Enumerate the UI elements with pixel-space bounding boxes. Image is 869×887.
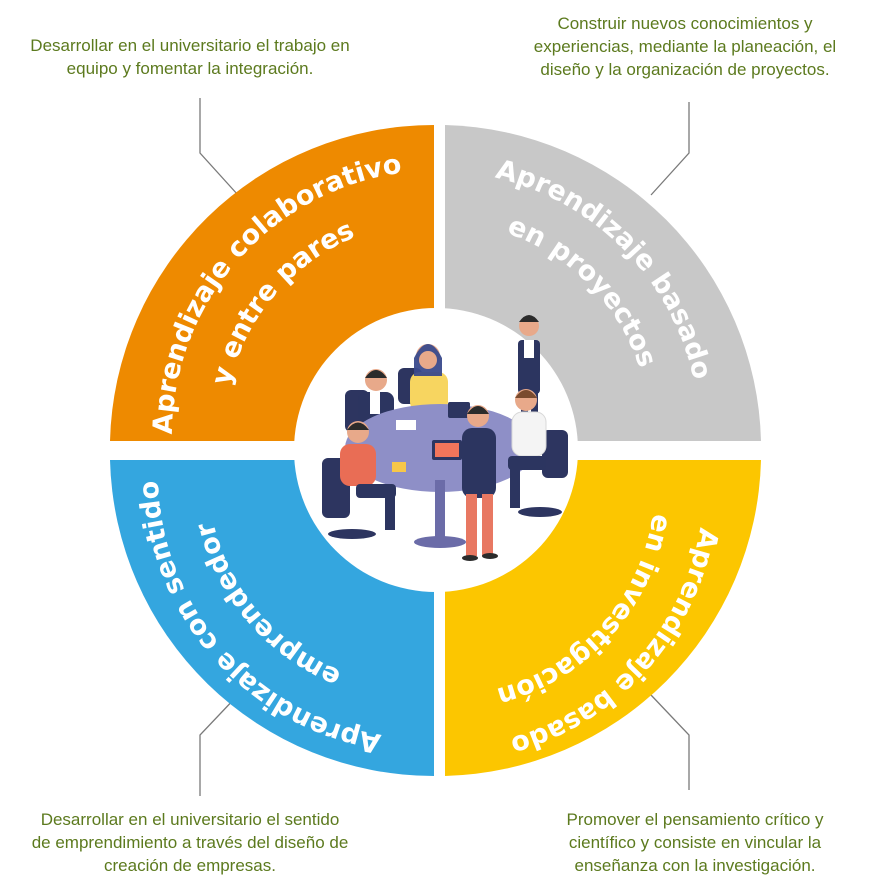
description-line: Construir nuevos conocimientos y [557, 14, 813, 33]
team-meeting-illustration [322, 315, 568, 561]
description-line: Desarrollar en el universitario el senti… [40, 810, 340, 829]
connector-line-bottom-left [199, 694, 239, 796]
standing-man-figure [462, 405, 498, 561]
sticky-note [392, 462, 406, 472]
connector-line-top-right [650, 102, 690, 196]
chair [542, 430, 568, 478]
table-base [414, 536, 466, 548]
connector-line-top-left [199, 98, 239, 196]
paper [396, 420, 416, 430]
description-bottom-left: Desarrollar en el universitario el senti… [10, 808, 370, 877]
standing-presenter-figure [518, 315, 540, 422]
description-top-right: Construir nuevos conocimientos y experie… [510, 12, 860, 81]
table-leg [435, 480, 445, 540]
connector-lines [199, 98, 690, 796]
description-line: de emprendimiento a través del diseño de [31, 833, 349, 852]
man-orange-shirt-figure [322, 421, 396, 539]
description-line: diseño y la organización de proyectos. [540, 60, 830, 79]
description-top-left: Desarrollar en el universitario el traba… [0, 34, 380, 80]
connector-line-bottom-right [650, 694, 690, 790]
laptop-screen [435, 443, 459, 457]
description-line: científico y consiste en vincular la [568, 833, 822, 852]
description-line: enseñanza con la investigación. [574, 856, 816, 875]
laptop [448, 402, 470, 418]
description-line: experiencias, mediante la planeación, el [533, 37, 837, 56]
description-line: creación de empresas. [104, 856, 276, 875]
description-line: Desarrollar en el universitario el traba… [30, 36, 350, 55]
description-bottom-right: Promover el pensamiento crítico y cientí… [530, 808, 860, 877]
woman-seated-figure [410, 344, 448, 412]
description-line: equipo y fomentar la integración. [66, 59, 314, 78]
description-line: Promover el pensamiento crítico y [566, 810, 824, 829]
man-white-shirt-figure [508, 389, 562, 517]
